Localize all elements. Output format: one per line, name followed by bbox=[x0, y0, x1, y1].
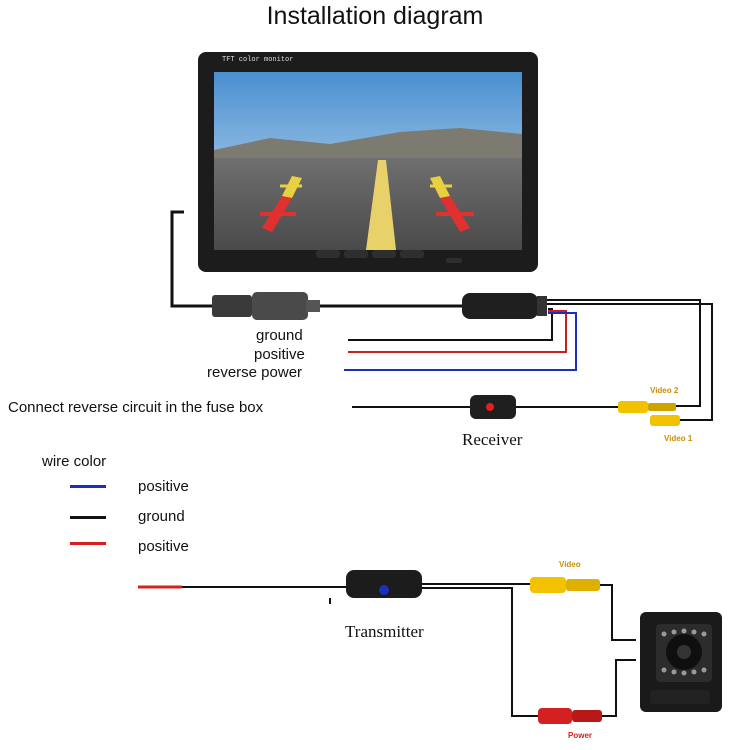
legend-swatch-red bbox=[70, 542, 106, 545]
monitor-button-4 bbox=[400, 250, 424, 258]
legend-swatch-black bbox=[70, 516, 106, 519]
video1-label: Video 1 bbox=[664, 434, 693, 443]
monitor-power-button bbox=[446, 258, 462, 263]
receiver-led bbox=[486, 403, 494, 411]
power-label: Power bbox=[568, 731, 593, 740]
fuse-box-note: Connect reverse circuit in the fuse box bbox=[8, 399, 264, 416]
transmitter-label: Transmitter bbox=[345, 622, 424, 641]
positive-label: positive bbox=[254, 346, 305, 363]
receiver-label: Receiver bbox=[462, 430, 523, 449]
monitor-button-2 bbox=[344, 250, 368, 258]
backup-camera bbox=[640, 612, 722, 712]
legend-label-ground: ground bbox=[138, 508, 185, 525]
monitor-button-3 bbox=[372, 250, 396, 258]
video2-label: Video 2 bbox=[650, 386, 679, 395]
monitor bbox=[198, 52, 538, 272]
monitor-button-1 bbox=[316, 250, 340, 258]
legend-swatch-blue bbox=[70, 485, 106, 488]
video-label: Video bbox=[559, 560, 581, 569]
camera-power-connector bbox=[538, 708, 572, 724]
video-connectors bbox=[618, 401, 680, 426]
receiver-wires bbox=[344, 299, 713, 421]
cable-connector-male bbox=[252, 292, 308, 320]
reverse-power-label: reverse power bbox=[207, 364, 303, 381]
legend-label-positive-blue: positive bbox=[138, 478, 189, 495]
legend-heading: wire color bbox=[42, 453, 107, 470]
diagram-title: Installation diagram bbox=[266, 2, 484, 30]
ground-label: ground bbox=[256, 327, 303, 344]
video1-connector bbox=[650, 415, 680, 426]
transmitter-led bbox=[379, 585, 389, 595]
receiver-box bbox=[462, 293, 538, 319]
video2-connector bbox=[618, 401, 648, 413]
camera-video-connector bbox=[530, 577, 566, 593]
monitor-cable bbox=[170, 210, 464, 308]
transmitter-box bbox=[346, 570, 422, 598]
legend-label-positive-red: positive bbox=[138, 538, 189, 555]
monitor-label: TFT color monitor bbox=[222, 56, 294, 64]
cable-connector-female bbox=[212, 295, 252, 317]
